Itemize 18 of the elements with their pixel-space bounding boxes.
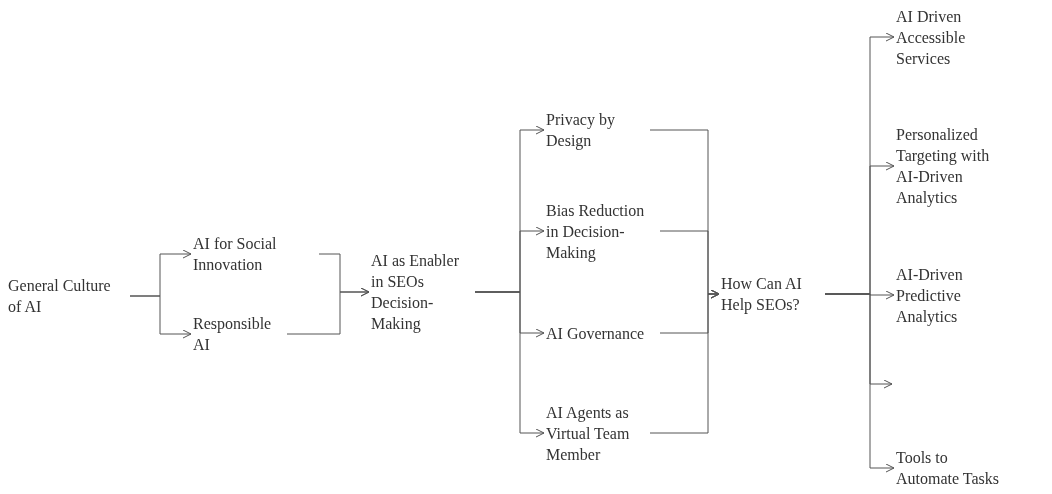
node-label: Privacy by Design (546, 110, 616, 151)
node-label: How Can AI Help SEOs? (721, 274, 803, 315)
connector-arrow (474, 291, 545, 438)
connector-arrow (129, 295, 192, 339)
connector-arrow (824, 293, 895, 473)
node-label: General Culture of AI (8, 276, 112, 317)
connector-arrow (286, 287, 370, 335)
node-label: Personalized Targeting with AI-Driven Analytics (896, 125, 991, 208)
node-label: AI-Driven Predictive Analytics (896, 264, 964, 327)
node-label: Responsible AI (193, 314, 273, 355)
node-label: AI as Enabler in SEOs Decision-Making (371, 251, 460, 334)
node-label: AI Driven Accessible Services (896, 6, 967, 69)
node-label: AI for Social Innovation (193, 234, 278, 275)
node-label: AI Agents as Virtual Team Member (546, 402, 631, 465)
connector-arrow (649, 289, 720, 434)
node-label: Bias Reduction in Decision-Making (546, 200, 646, 263)
node-label: AI Governance (546, 323, 645, 344)
node-label: Tools to Automate Tasks (896, 448, 1000, 489)
